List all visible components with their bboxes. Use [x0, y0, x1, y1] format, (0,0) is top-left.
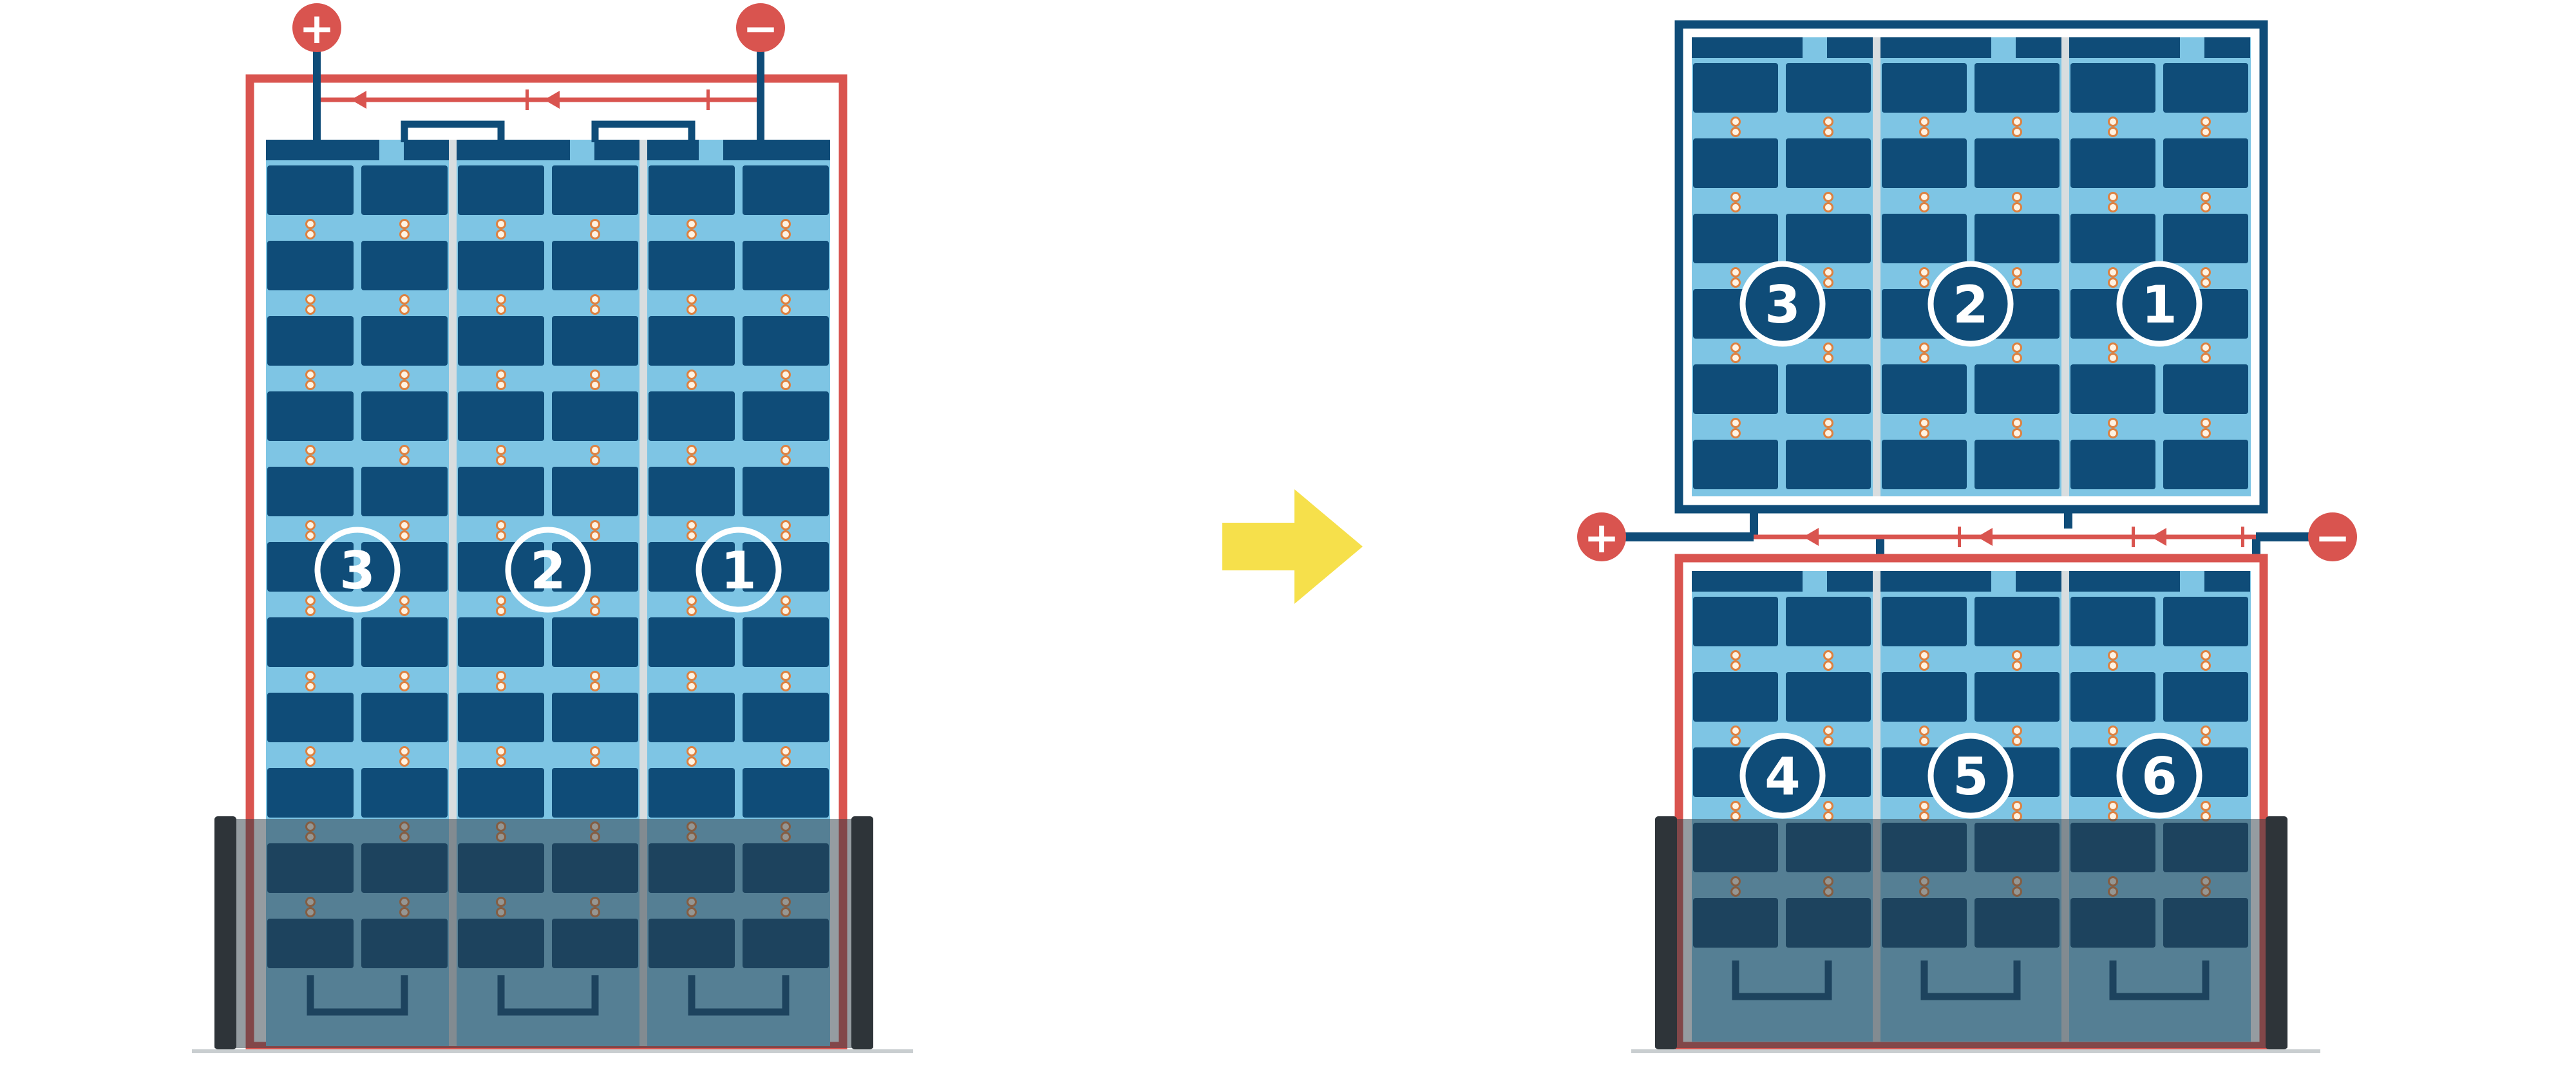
left-busbar-notch-3: [699, 140, 723, 160]
right-negative-terminal-icon: [2308, 512, 2357, 561]
right-bottom-busbar-string-5: [1880, 571, 2061, 592]
right-ground-line: [1631, 1049, 2320, 1053]
left-negative-terminal-label: −: [743, 4, 778, 53]
right-top-string-badge-1: [2116, 261, 2202, 347]
left-busbar-string-3: [266, 140, 449, 160]
right-bottom-busbar-string-4: [1692, 571, 1873, 592]
left-top-bridge-1: [401, 120, 505, 142]
junction-stub-top-right: [2064, 509, 2072, 529]
left-current-arrow-icon: [544, 91, 560, 109]
junction-current-arrow-icon: [1803, 528, 1819, 546]
left-negative-stem: [757, 28, 764, 160]
left-string-label-2: 2: [530, 541, 566, 601]
junction-wire-tick: [2132, 527, 2135, 547]
left-wire-tick: [526, 89, 529, 110]
right-bottom-string-badge-5: [1927, 733, 2014, 819]
right-top-busbar-string-3: [1692, 37, 1873, 58]
transition-arrow-right-icon: [1222, 489, 1363, 604]
left-shade-bar-left: [214, 816, 236, 1049]
left-ground-line: [192, 1049, 913, 1053]
junction-stub-bottom-left: [1876, 539, 1884, 558]
left-string-badge-1: [696, 527, 782, 613]
left-string-badge-2: [505, 527, 591, 613]
right-top-busbar-notch-2: [1991, 37, 2016, 58]
right-negative-terminal-label: −: [2315, 513, 2350, 563]
junction-current-arrow-icon: [2151, 528, 2166, 546]
right-module-bottom-half: 4 5 6: [1631, 554, 2320, 1053]
right-positive-terminal-icon: [1577, 512, 1626, 561]
right-top-column-separator-2: [2061, 37, 2069, 496]
left-shade-overlay: [214, 819, 873, 1048]
right-bottom-string-label-6: 6: [2141, 747, 2177, 807]
junction-negative-bus: [2256, 532, 2309, 541]
right-top-string-badge-3: [1739, 261, 1826, 347]
right-top-busbar-notch-3: [2180, 37, 2204, 58]
right-shade-bar-left: [1655, 816, 1677, 1049]
right-module-top-half: 3 2 1: [1674, 20, 2268, 514]
junction-wire-tick: [1958, 527, 1961, 547]
right-bottom-busbar-notch-1: [1803, 571, 1827, 592]
left-current-arrow-icon: [351, 91, 366, 109]
right-bottom-string-badge-4: [1739, 733, 1826, 819]
left-positive-stem: [313, 28, 321, 160]
left-positive-terminal-icon: [292, 3, 341, 52]
left-wire-tick: [706, 89, 710, 110]
right-bottom-string-badge-6: [2116, 733, 2202, 819]
right-bottom-string-label-4: 4: [1765, 747, 1801, 807]
left-shade-bar-right: [851, 816, 873, 1049]
right-top-string-label-3: 3: [1765, 275, 1801, 335]
right-top-busbar-notch-1: [1803, 37, 1827, 58]
left-module: + − 3 2 1: [192, 3, 913, 1053]
right-shade-overlay: [1655, 819, 2287, 1048]
right-top-frame: [1674, 20, 2268, 514]
right-top-column-separator-1: [1873, 37, 1880, 496]
right-bottom-busbar-notch-2: [1991, 571, 2016, 592]
left-busbar-string-1: [647, 140, 830, 160]
right-top-string-badge-2: [1927, 261, 2014, 347]
right-module-junction: + −: [1577, 509, 2357, 563]
right-positive-terminal-label: +: [1584, 513, 1619, 563]
junction-positive-bus: [1625, 532, 1754, 541]
right-top-string-label-2: 2: [1953, 275, 1989, 335]
right-module: 3 2 1 + −: [1577, 20, 2357, 1053]
left-top-bridge-2: [591, 120, 696, 142]
left-string-label-3: 3: [339, 541, 375, 601]
left-string-badge-3: [314, 527, 401, 613]
left-negative-terminal-icon: [736, 3, 785, 52]
right-top-busbar-string-2: [1880, 37, 2061, 58]
left-busbar-notch-1: [379, 140, 404, 160]
right-shade-bar-right: [2266, 816, 2287, 1049]
right-top-string-label-1: 1: [2141, 275, 2177, 335]
junction-wire-tick: [2241, 527, 2244, 547]
right-bottom-busbar-string-6: [2069, 571, 2250, 592]
left-positive-terminal-label: +: [299, 4, 334, 53]
left-busbar-notch-2: [570, 140, 594, 160]
junction-stub-top-left: [1750, 509, 1758, 537]
junction-current-arrow-icon: [1977, 528, 1993, 546]
right-top-busbar-string-1: [2069, 37, 2250, 58]
left-string-label-1: 1: [721, 541, 757, 601]
junction-stub-bottom-right: [2252, 537, 2260, 558]
left-busbar-string-2: [457, 140, 639, 160]
right-bottom-string-label-5: 5: [1953, 747, 1989, 807]
right-bottom-busbar-notch-3: [2180, 571, 2204, 592]
